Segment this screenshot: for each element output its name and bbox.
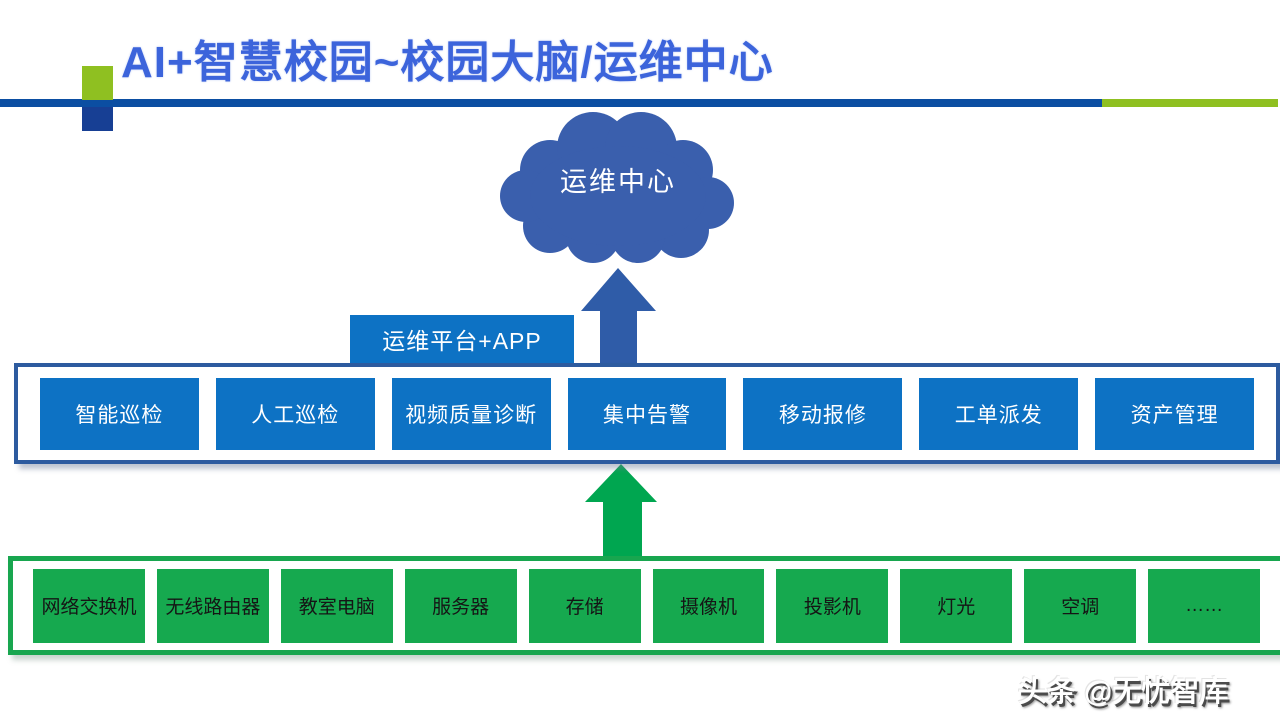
device-box-server: 服务器 bbox=[404, 568, 517, 643]
title-underline-navy bbox=[0, 99, 1102, 107]
device-box-lighting: 灯光 bbox=[900, 568, 1013, 643]
watermark: 头条 @无忧智库 bbox=[1018, 676, 1229, 708]
service-box-asset-management: 资产管理 bbox=[1095, 377, 1255, 450]
device-box-network-switch: 网络交换机 bbox=[33, 568, 145, 643]
device-box-wireless-router: 无线路由器 bbox=[156, 568, 269, 643]
cloud-icon bbox=[500, 112, 734, 263]
device-box-ellipsis: …… bbox=[1148, 568, 1261, 643]
device-box-storage: 存储 bbox=[528, 568, 641, 643]
service-box-mobile-repair: 移动报修 bbox=[743, 377, 903, 450]
title-accent-green-square bbox=[82, 66, 113, 100]
up-arrow-green-icon bbox=[585, 464, 657, 557]
platform-app-box: 运维平台+APP bbox=[350, 315, 574, 363]
up-arrow-blue-icon bbox=[581, 268, 656, 365]
service-box-video-quality-diagnosis: 视频质量诊断 bbox=[391, 377, 551, 450]
service-box-intelligent-inspection: 智能巡检 bbox=[40, 377, 199, 450]
page-title: AI+智慧校园~校园大脑/运维中心 bbox=[121, 38, 774, 87]
device-box-projector: 投影机 bbox=[776, 568, 889, 643]
device-box-camera: 摄像机 bbox=[652, 568, 765, 643]
platform-app-label: 运维平台+APP bbox=[382, 328, 542, 354]
service-box-work-order-dispatch: 工单派发 bbox=[919, 377, 1079, 450]
services-container: 智能巡检 人工巡检 视频质量诊断 集中告警 移动报修 工单派发 资产管理 bbox=[14, 363, 1280, 464]
service-box-centralized-alarm: 集中告警 bbox=[567, 377, 727, 450]
ops-center-label: 运维中心 bbox=[560, 167, 676, 197]
title-underline-green bbox=[1102, 99, 1278, 107]
devices-container: 网络交换机 无线路由器 教室电脑 服务器 存储 摄像机 投影机 灯光 空调 …… bbox=[8, 556, 1280, 655]
title-accent-navy-square bbox=[82, 107, 113, 131]
device-box-air-conditioner: 空调 bbox=[1024, 568, 1137, 643]
ops-center-cloud: 运维中心 bbox=[498, 108, 738, 264]
device-box-classroom-computer: 教室电脑 bbox=[280, 568, 393, 643]
service-box-manual-inspection: 人工巡检 bbox=[215, 377, 375, 450]
